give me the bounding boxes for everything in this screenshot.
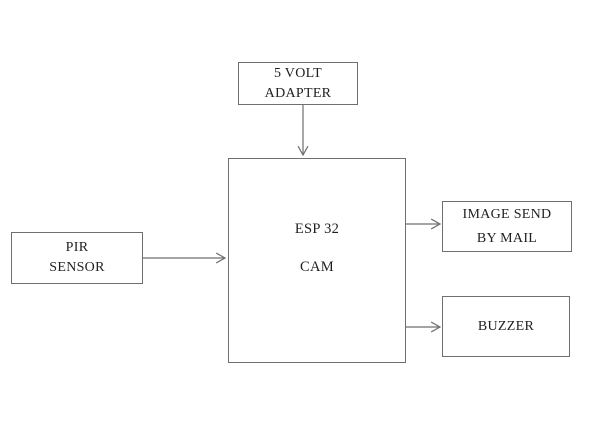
node-pir-sensor: PIR SENSOR	[11, 232, 143, 284]
label-line: IMAGE SEND	[462, 206, 552, 222]
node-pir-sensor-label: PIR SENSOR	[49, 238, 104, 278]
label-line: SENSOR	[49, 260, 105, 275]
node-buzzer: BUZZER	[442, 296, 570, 357]
label-line: 5 VOLT	[273, 65, 323, 81]
node-5-volt-adapter: 5 VOLT ADAPTER	[238, 62, 358, 105]
label-line: CAM	[300, 258, 334, 275]
node-5-volt-adapter-label: 5 VOLT ADAPTER	[265, 64, 332, 104]
label-line: PIR	[65, 240, 89, 255]
label-line: ADAPTER	[264, 85, 332, 101]
label-line: BUZZER	[477, 318, 535, 334]
node-image-send-by-mail: IMAGE SEND BY MAIL	[442, 201, 572, 252]
label-line: BY MAIL	[476, 230, 538, 246]
node-esp32-cam: ESP 32 CAM	[228, 158, 406, 363]
node-buzzer-label: BUZZER	[478, 317, 534, 337]
label-line: ESP 32	[294, 220, 340, 237]
node-esp32-cam-label: ESP 32 CAM	[295, 219, 339, 277]
node-image-send-by-mail-label: IMAGE SEND BY MAIL	[463, 203, 552, 251]
